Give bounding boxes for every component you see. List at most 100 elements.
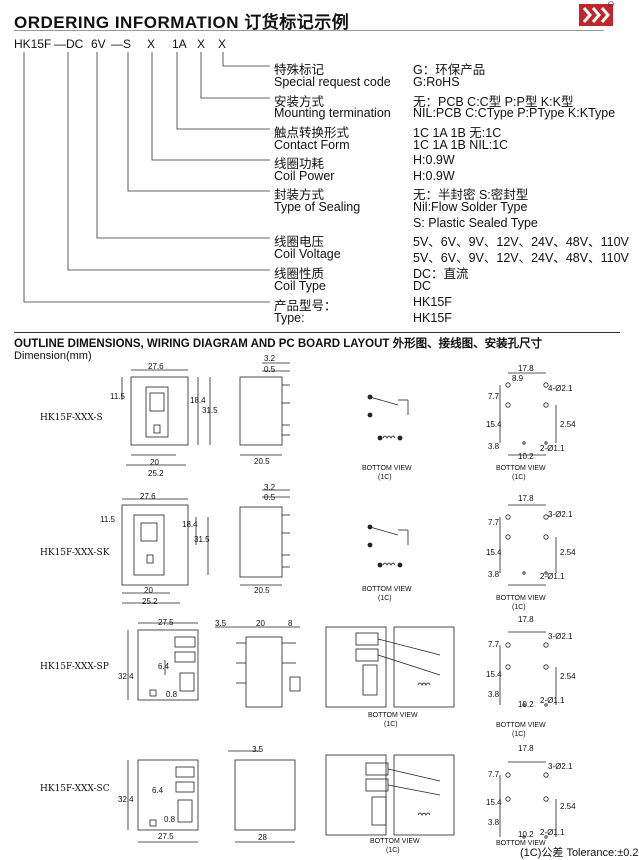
field-cn-label: 产品型号：	[274, 299, 337, 313]
model-label-sk: HK15F-XXX-SK	[40, 548, 110, 558]
dim-sk-h1: 11.5	[100, 515, 115, 524]
dim-pcb-a: 8.9	[512, 374, 524, 383]
dim-sc-width: 27.5	[158, 832, 174, 841]
field-cn-value: G：环保产品	[413, 63, 486, 77]
dim-pcb-d: 3.8	[488, 442, 500, 451]
code-part-special: X	[218, 37, 227, 51]
model-label-sp: HK15F-XXX-SP	[40, 662, 109, 672]
drawing-sp-side	[215, 626, 301, 708]
field-cn-label: 线圈性质	[274, 267, 325, 281]
field-cn-label: 封装方式	[274, 188, 325, 202]
drawing-s-wiring	[367, 394, 409, 441]
field-en-value: 5V、6V、9V、12V、24V、48V、110V	[413, 251, 629, 265]
pcb-caption-s: BOTTOM VIEW	[496, 465, 546, 472]
dim-pcb-hole1: 4-Ø2.1	[548, 384, 573, 393]
dim-pcb4-h2: 15.4	[486, 798, 502, 807]
field-en-value: H:0.9W	[413, 169, 455, 183]
dim-s-h1: 11.5	[110, 392, 125, 401]
bottom-view-caption-sc: BOTTOM VIEW	[370, 838, 420, 845]
dim-s-b1: 20	[150, 458, 159, 467]
field-en-label: Type:	[274, 311, 305, 325]
outline-drawings	[121, 362, 557, 843]
dim-sk-b1: 20	[144, 586, 153, 595]
dim-pcb-h1: 7.7	[488, 392, 500, 401]
dim-sc-height: 32.4	[118, 795, 134, 804]
dim-sp-width: 27.5	[158, 618, 174, 627]
drawing-sk-top	[121, 498, 209, 604]
bottom-view-sub-sp: (1C)	[384, 721, 398, 728]
dim-sk-side-t1: 3.2	[264, 483, 276, 492]
drawing-sp-pcb	[499, 631, 557, 707]
dim-s-width: 27.6	[148, 362, 164, 371]
drawing-sc-side	[228, 750, 296, 843]
bottom-view-caption-s: BOTTOM VIEW	[362, 465, 412, 472]
field-cn-value: H:0.9W	[413, 153, 455, 167]
dim-pcb2-h1: 7.7	[488, 518, 500, 527]
dim-sc-c: 3.5	[252, 745, 264, 754]
field-en-value: DC	[413, 279, 432, 293]
field-cn-value: 无：半封密 S:密封型	[413, 188, 529, 202]
dim-sp-height: 32.4	[118, 672, 134, 681]
pcb-caption-sc: BOTTOM VIEW	[496, 840, 546, 847]
dim-sp-c: 3.5	[215, 619, 227, 628]
pcb-sub-sp: (1C)	[512, 731, 526, 738]
field-en-value: G:RoHS	[413, 75, 460, 89]
dim-sc-d: 28	[258, 833, 267, 842]
dim-pcb3-d: 3.8	[488, 690, 500, 699]
field-en-value: HK15F	[413, 311, 452, 325]
field-cn-label: 特殊标记	[274, 63, 325, 77]
dim-pcb-hole2: 2-Ø1.1	[540, 444, 565, 453]
dim-pcb4-d: 3.8	[488, 818, 500, 827]
brand-logo	[579, 1, 614, 26]
dim-s-side-w: 20.5	[254, 457, 270, 466]
code-part-coil-type: —DC	[54, 37, 84, 51]
dim-sk-width: 27.6	[140, 492, 156, 501]
dim-sp-e: 8	[288, 619, 293, 628]
dim-s-side-t2: 0.5	[264, 365, 276, 374]
dim-pcb4-h1: 7.7	[488, 770, 500, 779]
dim-sp-d: 20	[256, 619, 265, 628]
dim-pcb3-c: 2.54	[560, 672, 576, 681]
field-en-label: Mounting termination	[274, 106, 391, 120]
drawing-sp-wiring	[325, 626, 455, 708]
drawing-s-side	[239, 362, 290, 456]
dim-sk-side-t2: 0.5	[264, 493, 276, 502]
field-cn-value: DC：直流	[413, 267, 469, 281]
drawing-sk-pcb	[499, 504, 557, 586]
dim-pcb-h2: 15.4	[486, 420, 502, 429]
drawing-sk-side	[239, 489, 290, 586]
bottom-view-sub-s: (1C)	[378, 474, 392, 481]
field-cn-value: 1C 1A 1B 无:1C	[413, 126, 502, 140]
code-part-power: X	[147, 37, 156, 51]
dim-pcb3-h1: 7.7	[488, 640, 500, 649]
drawing-sc-top	[127, 759, 199, 843]
field-cn-value: 5V、6V、9V、12V、24V、48V、110V	[413, 235, 629, 249]
dim-sk-h2: 18.4	[182, 520, 198, 529]
dim-s-b2: 25.2	[148, 469, 164, 478]
drawing-s-top	[121, 369, 211, 466]
code-part-type: HK15F	[14, 37, 52, 51]
drawing-sc-pcb	[499, 761, 557, 839]
dim-pcb2-hole2: 2-Ø1.1	[540, 572, 565, 581]
relay-top-view-s	[130, 376, 189, 446]
drawing-sk-wiring	[367, 524, 409, 568]
field-cn-label: 触点转换形式	[274, 126, 350, 140]
dim-pcb3-hole1: 3-Ø2.1	[548, 632, 573, 641]
dim-pcb2-hole1: 3-Ø2.1	[548, 510, 573, 519]
field-en-label: Coil Power	[274, 169, 335, 183]
dim-pcb4-hole1: 3-Ø2.1	[548, 762, 573, 771]
outline-section-title: OUTLINE DIMENSIONS, WIRING DIAGRAM AND P…	[14, 338, 543, 350]
dim-pcb3-hole2: 2-Ø1.1	[540, 696, 565, 705]
pcb-caption-sk: BOTTOM VIEW	[496, 595, 546, 602]
dim-pcb-e: 10.2	[518, 452, 534, 461]
dim-pcb4-c: 2.54	[560, 802, 576, 811]
dim-s-h2: 18.4	[190, 396, 206, 405]
bottom-view-sub-sk: (1C)	[378, 595, 392, 602]
field-cn-value: 无：PCB C:C型 P:P型 K:K型	[413, 95, 574, 109]
field-en-value: NIL:PCB C:CType P:PType K:KType	[413, 106, 616, 120]
field-cn-value: HK15F	[413, 295, 452, 309]
dim-sk-h3: 31.5	[194, 535, 210, 544]
model-label-sc: HK15F-XXX-SC	[40, 784, 110, 794]
code-part-sealing: —S	[111, 37, 132, 51]
field-cn-label: 安装方式	[274, 95, 325, 109]
